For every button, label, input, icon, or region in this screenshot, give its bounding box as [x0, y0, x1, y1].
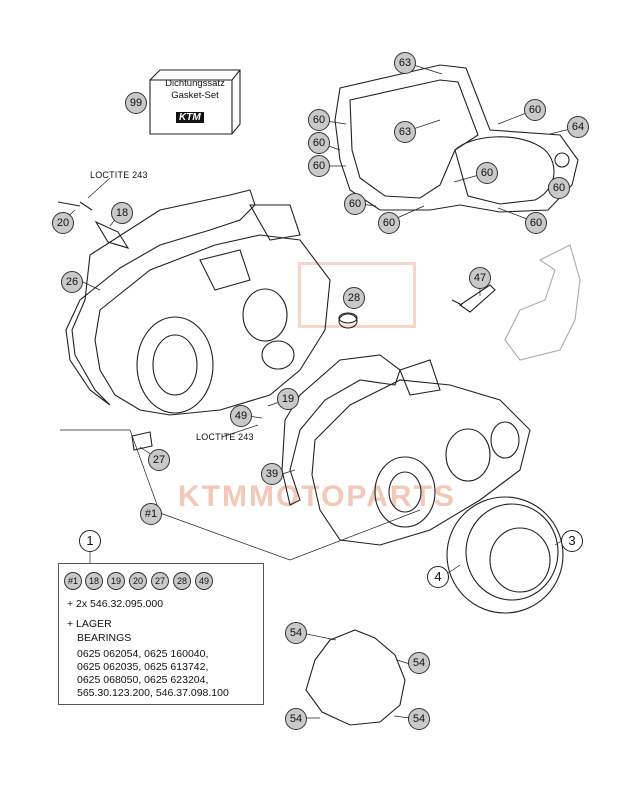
callout-63-inner[interactable]: 63	[394, 121, 416, 143]
callout-64[interactable]: 64	[567, 116, 589, 138]
sleeve-27	[131, 431, 153, 451]
guide-part	[504, 244, 581, 361]
gasket-set-de: Dichtungssatz	[165, 78, 225, 89]
gasket-set-label: Dichtungssatz Gasket-Set KTM	[150, 70, 240, 136]
chip-20: 20	[129, 572, 147, 590]
callout-60-2[interactable]: 60	[308, 132, 330, 154]
info-line-6: 0625 068050, 0625 623204,	[77, 674, 209, 686]
watermark-text: KTMMOTOPARTS	[178, 480, 456, 513]
info-line-3: BEARINGS	[77, 632, 132, 644]
info-line-1: + 2x 546.32.095.000	[67, 598, 164, 610]
cylinder-gasket	[334, 64, 579, 213]
callout-63-top[interactable]: 63	[394, 52, 416, 74]
callout-18[interactable]: 18	[111, 202, 133, 224]
callout-47[interactable]: 47	[469, 267, 491, 289]
chip-19: 19	[107, 572, 125, 590]
callout-19[interactable]: 19	[277, 388, 299, 410]
cylinder-gasket-inner	[349, 79, 479, 199]
gasket-set-box	[149, 69, 241, 135]
chip-28: 28	[173, 572, 191, 590]
info-line-5: 0625 062035, 0625 613742,	[77, 661, 209, 673]
callout-60-7[interactable]: 60	[344, 193, 366, 215]
callout-28[interactable]: 28	[343, 287, 365, 309]
dowel-18	[94, 220, 130, 249]
callout-set-1[interactable]: #1	[140, 503, 162, 525]
callout-1[interactable]: 1	[79, 530, 101, 552]
callout-60-5[interactable]: 60	[476, 162, 498, 184]
callout-3[interactable]: 3	[561, 530, 583, 552]
left-crankcase	[94, 234, 331, 416]
callout-60-3[interactable]: 60	[308, 155, 330, 177]
chip-18: 18	[85, 572, 103, 590]
callout-60-8[interactable]: 60	[378, 212, 400, 234]
callout-49[interactable]: 49	[230, 405, 252, 427]
ignition-cover	[446, 496, 564, 614]
chip-27: 27	[151, 572, 169, 590]
watermark-logo-box	[298, 262, 416, 328]
callout-54-2[interactable]: 54	[408, 652, 430, 674]
right-crankcase	[311, 379, 531, 546]
callout-54-4[interactable]: 54	[408, 708, 430, 730]
right-crankcase-gasket	[281, 354, 401, 506]
bearings-info-box: #1 18 19 20 27 28 49 + 2x 546.32.095.000…	[58, 563, 264, 705]
callout-39[interactable]: 39	[261, 463, 283, 485]
callout-54-3[interactable]: 54	[285, 708, 307, 730]
cover-gasket	[305, 629, 406, 726]
bearing-28	[338, 313, 358, 329]
chain-guide-47	[451, 284, 496, 313]
callout-54-1[interactable]: 54	[285, 622, 307, 644]
callout-60-9[interactable]: 60	[525, 212, 547, 234]
callout-4[interactable]: 4	[427, 566, 449, 588]
screw-20	[57, 201, 93, 211]
gasket-set-en: Gasket-Set	[171, 90, 219, 101]
chip-49: 49	[195, 572, 213, 590]
callout-20[interactable]: 20	[52, 212, 74, 234]
callout-60-1[interactable]: 60	[308, 109, 330, 131]
callout-99[interactable]: 99	[125, 92, 147, 114]
callout-60-6[interactable]: 60	[548, 177, 570, 199]
callout-27[interactable]: 27	[148, 449, 170, 471]
loctite-label-mid: LOCTITE 243	[196, 432, 254, 442]
callout-26[interactable]: 26	[61, 271, 83, 293]
callout-60-4[interactable]: 60	[524, 99, 546, 121]
info-line-2: + LAGER	[67, 618, 112, 630]
chip-set-1: #1	[64, 572, 82, 590]
ktm-logo: KTM	[176, 112, 204, 123]
left-crankcase-gasket	[65, 189, 256, 406]
loctite-label-top: LOCTITE 243	[90, 170, 148, 180]
info-line-7: 565.30.123.200, 546.37.098.100	[77, 687, 229, 699]
info-line-4: 0625 062054, 0625 160040,	[77, 648, 209, 660]
